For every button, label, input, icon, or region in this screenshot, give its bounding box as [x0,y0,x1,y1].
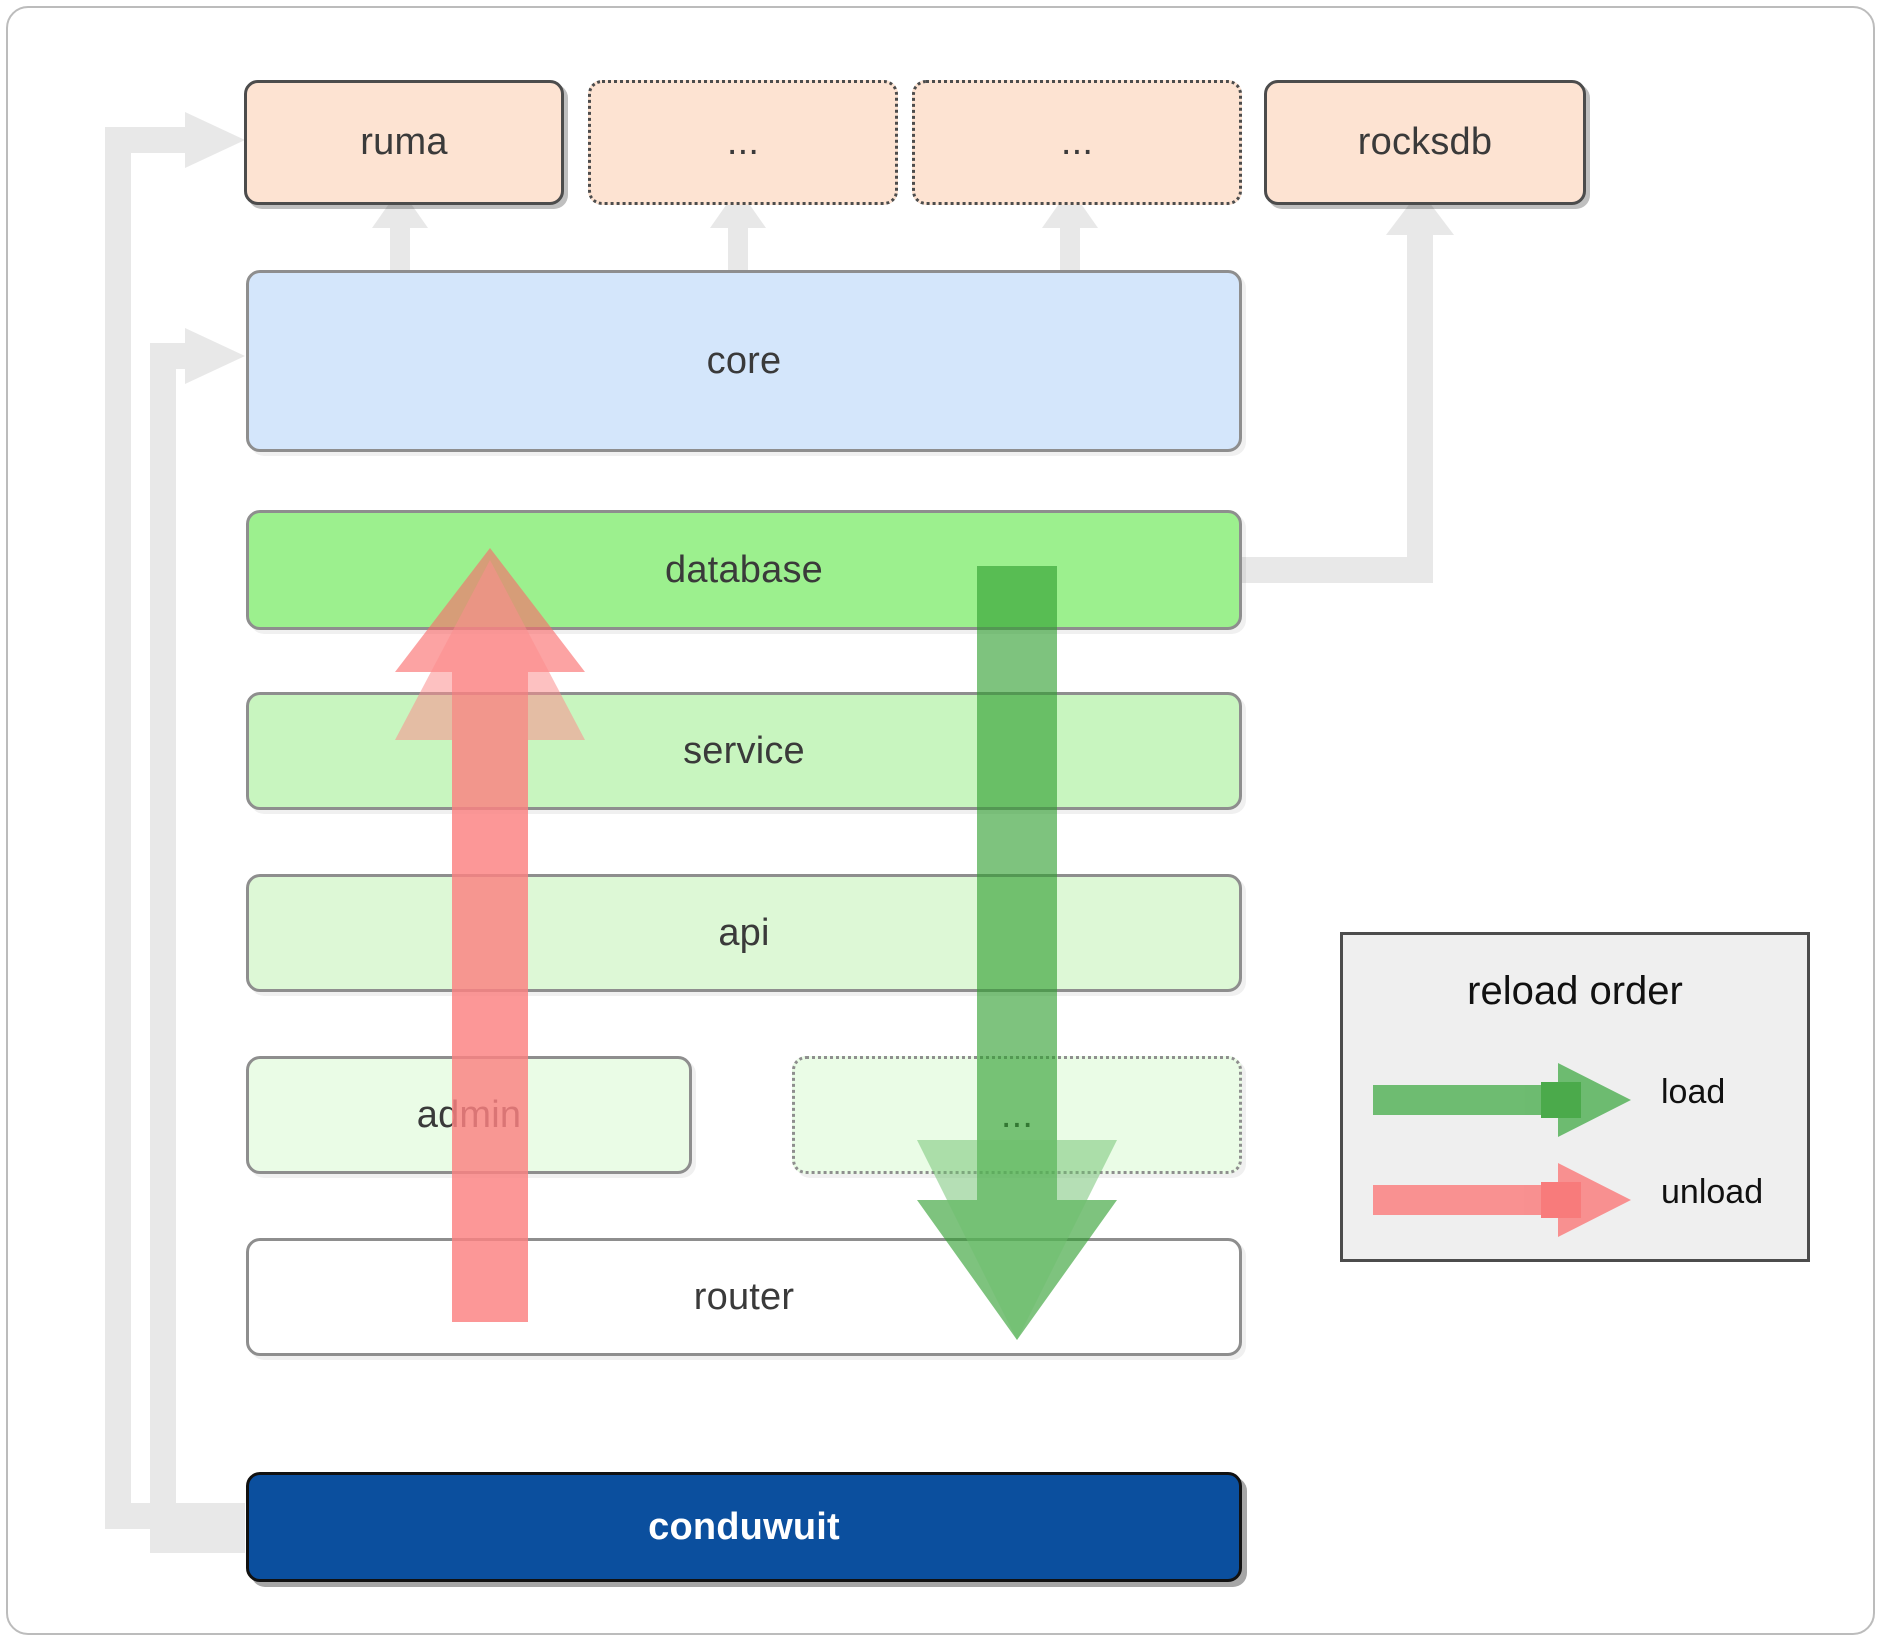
layer-label: router [693,1275,795,1318]
layer-box-router[interactable]: router [246,1238,1242,1356]
layer-box-api[interactable]: api [246,874,1242,992]
application-box-conduwuit[interactable]: conduwuit [246,1472,1242,1582]
connector-conduwuit-to-ruma [105,112,245,1529]
library-box-ruma[interactable]: ruma [244,80,564,205]
library-label: ... [726,121,760,163]
connector-core-to-lib-2 [710,188,766,270]
layer-box-database[interactable]: database [246,510,1242,630]
legend-load-arrow-icon [1373,1063,1631,1137]
flow-arrow-load [917,566,1117,1340]
application-label: conduwuit [648,1505,840,1548]
flow-arrow-load-outline [917,1140,1117,1340]
legend-title: reload order [1467,969,1683,1013]
library-box-lib-2[interactable]: ... [588,80,898,205]
legend-panel: reload order load unload [1340,932,1810,1262]
layer-label: service [683,729,805,772]
connector-database-to-rocksdb [1242,190,1454,583]
library-box-lib-3[interactable]: ... [912,80,1242,205]
library-box-rocksdb[interactable]: rocksdb [1264,80,1586,205]
library-label: ... [1060,121,1094,163]
legend-label-unload: unload [1661,1173,1764,1211]
connector-core-to-lib-3 [1042,188,1098,270]
layer-box-core[interactable]: core [246,270,1242,452]
connector-core-to-ruma [372,188,428,270]
layer-label: core [706,339,782,382]
flow-arrow-unload-outline [395,560,585,1322]
layer-label: database [665,548,823,591]
library-label: rocksdb [1357,121,1493,163]
library-label: ruma [360,121,448,163]
legend-label-load: load [1661,1073,1726,1111]
legend-unload-arrow-icon [1373,1163,1631,1237]
layer-label: api [718,911,770,954]
connector-conduwuit-to-core [150,328,245,1553]
